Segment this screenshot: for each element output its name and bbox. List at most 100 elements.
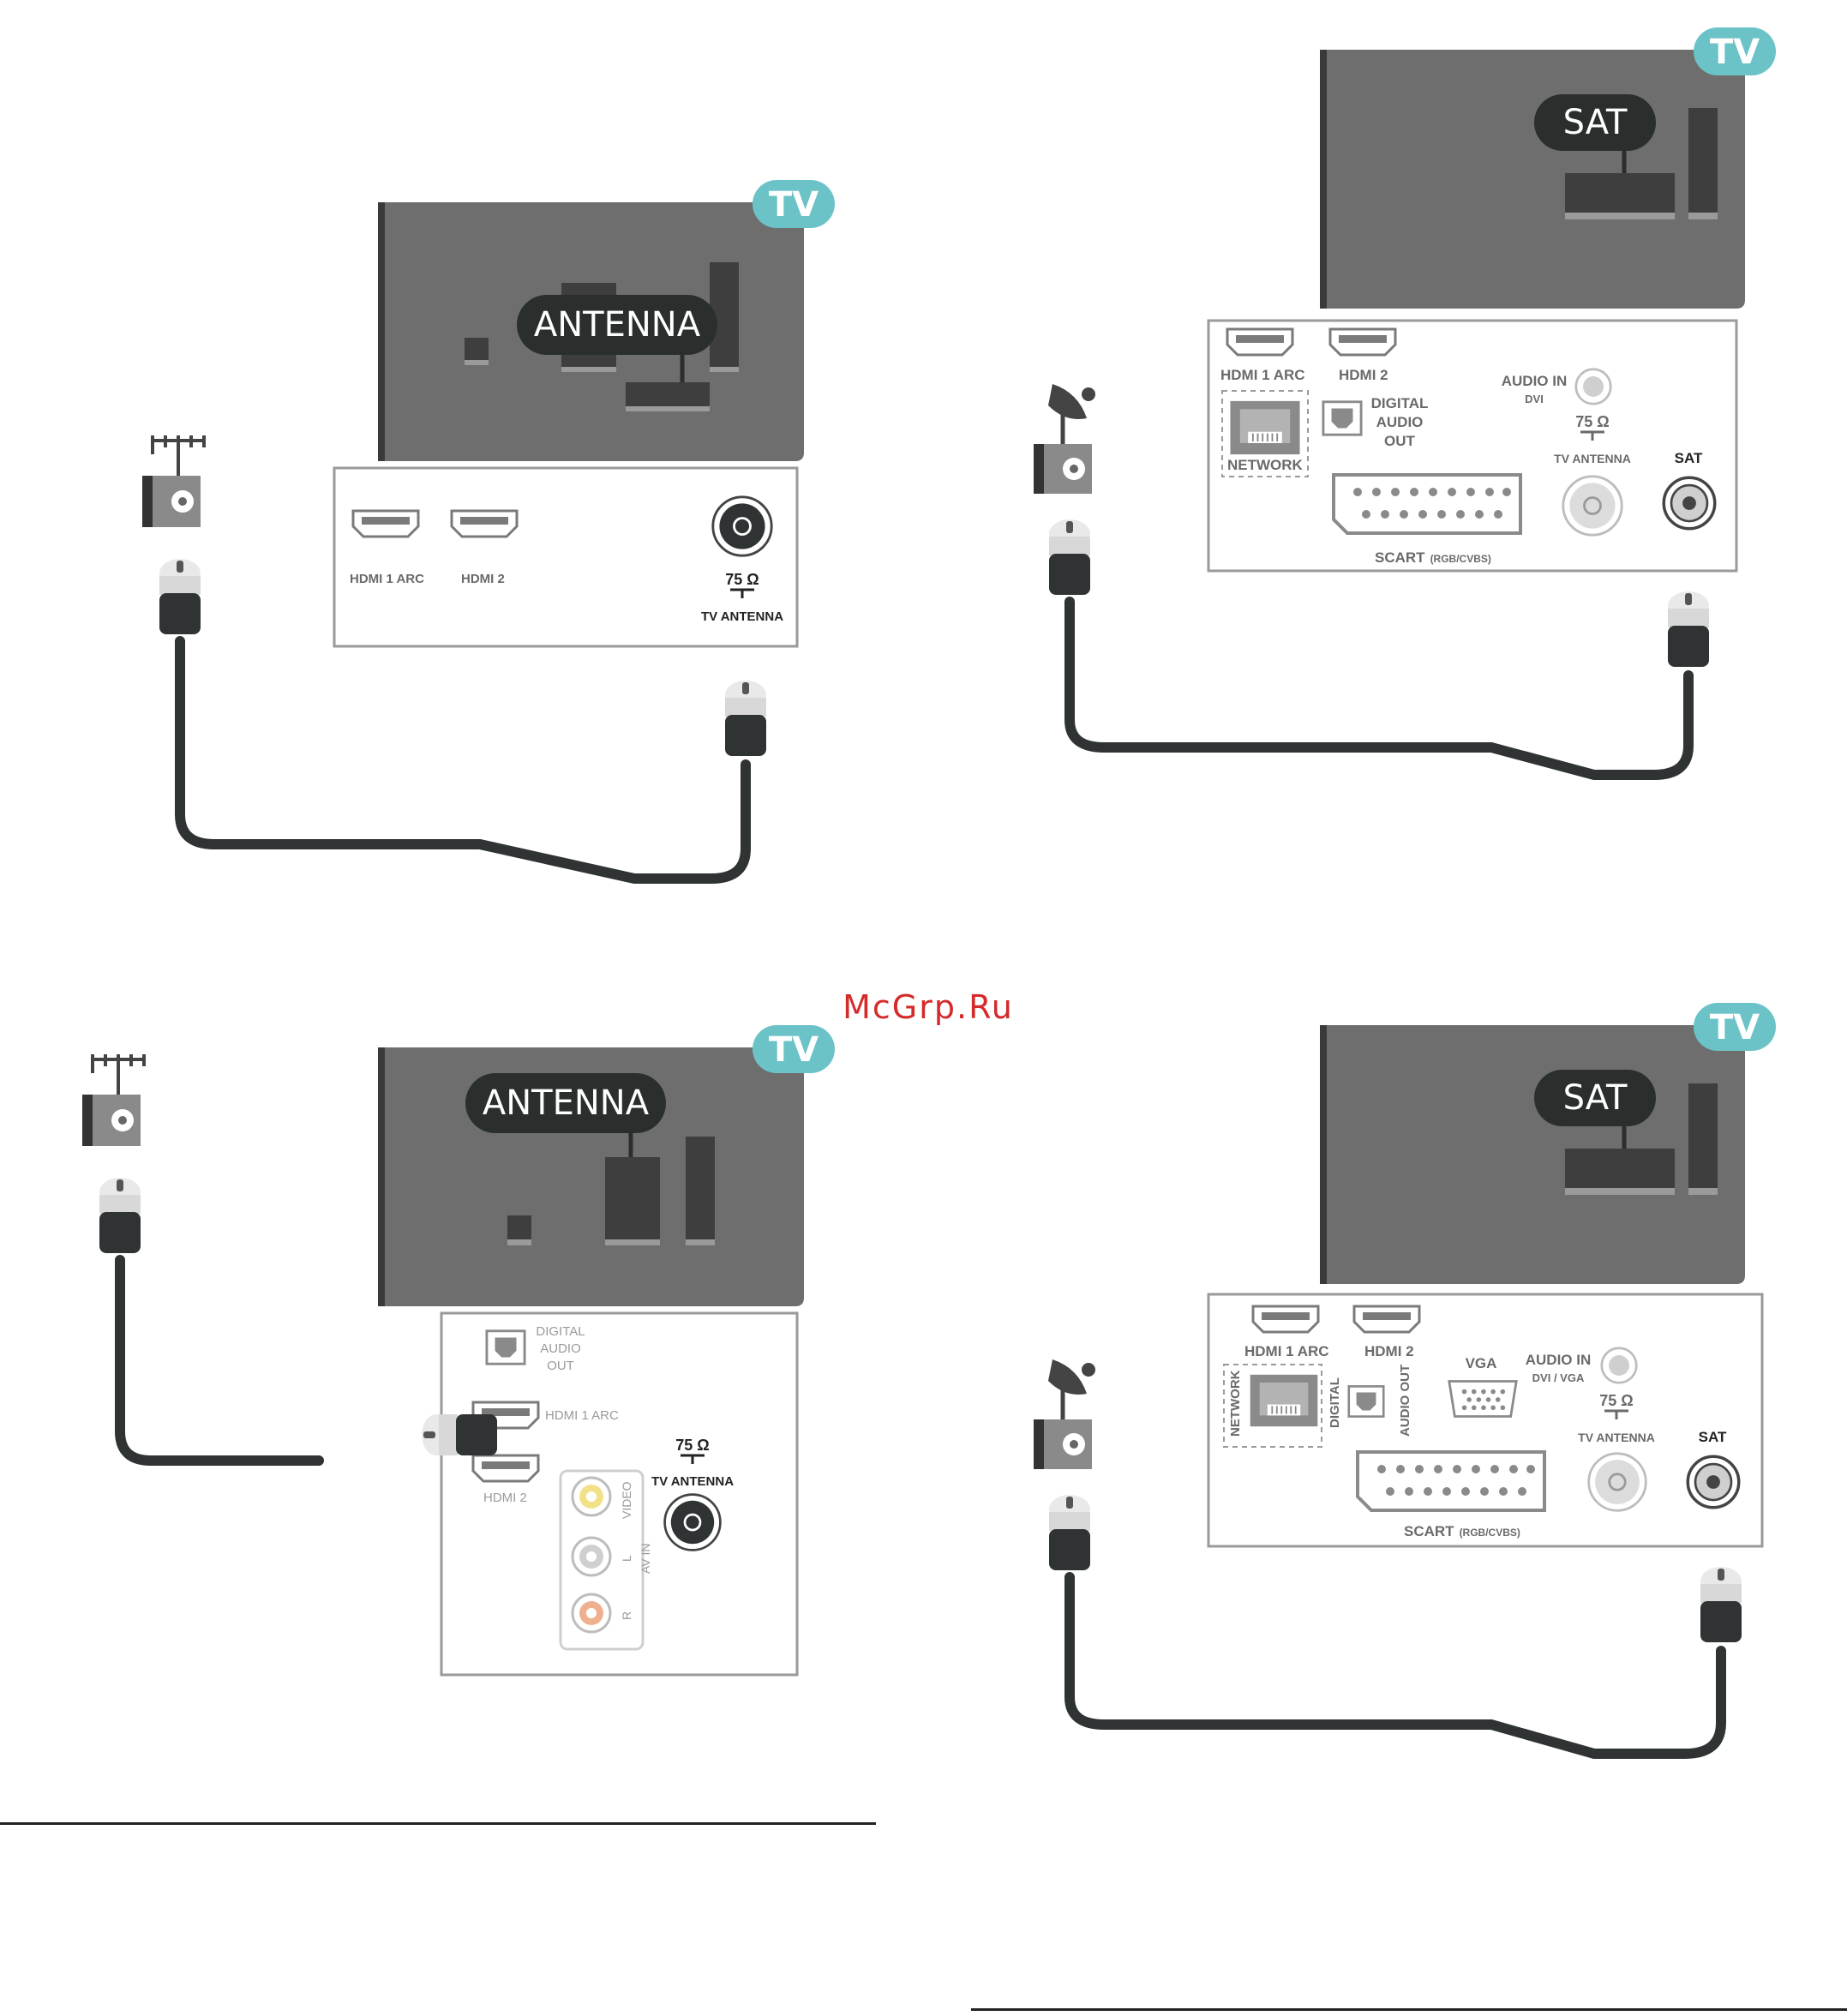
coax-plug-icon [1668, 591, 1709, 667]
wall-satellite-icon [1034, 1359, 1095, 1469]
scart-port-icon [1356, 1450, 1546, 1512]
hdmi1-label: HDMI 1 ARC [545, 1408, 619, 1423]
digital-label: DIGITAL [1371, 395, 1429, 411]
audio-in-label: AUDIO IN [1502, 373, 1568, 389]
antenna-port-label: TV ANTENNA [1554, 452, 1631, 465]
ohm-label: 75 Ω [1575, 413, 1609, 430]
hdmi1-port-icon [1226, 327, 1294, 357]
antenna-socket-icon [663, 1493, 722, 1551]
r-label: R [620, 1611, 633, 1620]
diagram-sat-2: TV SAT HDMI 1 ARC HDMI 2 NETWORK DIGITAL… [1034, 1003, 1776, 1759]
antenna-callout-label: ANTENNA [534, 305, 701, 345]
hdmi1-port-icon [1251, 1305, 1320, 1334]
sat-callout-label: SAT [1563, 1078, 1628, 1118]
coax-plug-icon [725, 681, 766, 756]
wall-antenna-icon [81, 1053, 146, 1148]
optical-port-icon [1322, 400, 1363, 436]
hdmi2-port-icon [1352, 1305, 1421, 1334]
optical-port-icon [485, 1329, 526, 1365]
video-label: VIDEO [620, 1481, 633, 1519]
footer-rule-left [0, 1822, 876, 1825]
sat-socket-icon [1662, 476, 1717, 531]
coax-plug-icon [1049, 519, 1090, 595]
audio-in-jack-icon [1574, 368, 1612, 405]
audio-out-label: AUDIO OUT [1398, 1365, 1412, 1437]
diagram-antenna-1: TV ANTENNA HDMI 1 ARC HDMI 2 75 Ω TV ANT… [141, 180, 835, 884]
connector-panel: DIGITAL AUDIO OUT HDMI 1 ARC HDMI 2 75 Ω… [440, 1311, 799, 1677]
ohm-label: 75 Ω [1599, 1392, 1633, 1409]
coax-plug-icon [422, 1414, 497, 1455]
ohm-label: 75 Ω [675, 1437, 709, 1454]
sat-callout: SAT [1534, 1070, 1656, 1149]
l-label: L [620, 1555, 633, 1562]
sat-port-label: SAT [1675, 450, 1703, 466]
audio-label: AUDIO [1376, 414, 1424, 430]
out-label: OUT [547, 1359, 574, 1373]
sat-callout-label: SAT [1563, 103, 1628, 142]
antenna-callout-label: ANTENNA [483, 1083, 650, 1123]
scart-label: SCART(RGB/CVBS) [1404, 1523, 1520, 1539]
hdmi2-label: HDMI 2 [1339, 367, 1388, 383]
coax-cable [175, 636, 751, 884]
coax-plug-icon [1700, 1567, 1742, 1642]
coax-cable [1064, 1572, 1726, 1759]
vga-port-icon [1448, 1380, 1518, 1418]
hdmi1-label: HDMI 1 ARC [350, 572, 424, 586]
tv-badge: TV [753, 1025, 835, 1073]
hdmi2-label: HDMI 2 [483, 1491, 527, 1505]
antenna-socket-icon [1562, 475, 1623, 537]
vga-label: VGA [1466, 1355, 1497, 1371]
audio-in-jack-icon [1600, 1347, 1638, 1384]
tv-badge-label: TV [769, 185, 819, 225]
sat-socket-icon [1686, 1455, 1741, 1509]
tv-body [1320, 50, 1745, 309]
digital-label: DIGITAL [536, 1324, 585, 1339]
coax-plug-icon [99, 1178, 141, 1253]
network-port-icon [1249, 1373, 1319, 1428]
wall-satellite-icon [1034, 384, 1095, 494]
tv-badge-label: TV [1710, 33, 1760, 72]
scart-label: SCART(RGB/CVBS) [1375, 549, 1491, 566]
sat-port-label: SAT [1699, 1429, 1727, 1445]
diagram-antenna-2: TV ANTENNA DIGITAL AUDIO OUT HDMI 1 ARC … [81, 1025, 835, 1677]
coax-cable [1064, 597, 1694, 780]
hdmi2-port-icon [471, 1454, 540, 1483]
antenna-port-label: TV ANTENNA [701, 609, 783, 624]
antenna-socket-icon [711, 495, 773, 557]
dvi-label: DVI [1525, 393, 1544, 405]
audio-in-label: AUDIO IN [1526, 1352, 1592, 1368]
antenna-callout: ANTENNA [517, 295, 717, 382]
tv-badge: TV [753, 180, 835, 228]
tv-body [1320, 1025, 1745, 1284]
tv-badge: TV [1694, 27, 1776, 75]
hdmi2-port-icon [450, 509, 519, 538]
hdmi2-port-icon [1328, 327, 1397, 357]
antenna-socket-icon [1587, 1452, 1647, 1512]
dvi-vga-label: DVI / VGA [1532, 1371, 1585, 1384]
sat-callout: SAT [1534, 94, 1656, 173]
hdmi2-label: HDMI 2 [461, 572, 505, 586]
tv-badge: TV [1694, 1003, 1776, 1051]
diagram-sat-1: TV SAT HDMI 1 ARC HDMI 2 NETWORK DIGITAL… [1034, 27, 1776, 780]
antenna-callout: ANTENNA [465, 1073, 666, 1157]
connector-panel: HDMI 1 ARC HDMI 2 NETWORK DIGITAL AUDIO … [1207, 319, 1738, 573]
digital-label: DIGITAL [1328, 1377, 1342, 1428]
antenna-port-label: TV ANTENNA [1578, 1431, 1655, 1444]
coax-plug-icon [1049, 1495, 1090, 1570]
tv-badge-label: TV [1710, 1008, 1760, 1047]
optical-port-icon [1347, 1384, 1385, 1419]
hdmi2-label: HDMI 2 [1364, 1343, 1414, 1359]
network-port-icon [1229, 399, 1301, 456]
wall-antenna-icon [141, 434, 206, 529]
hdmi1-label: HDMI 1 ARC [1244, 1343, 1329, 1359]
network-label: NETWORK [1227, 457, 1304, 473]
coax-plug-icon [159, 559, 201, 634]
footer-rule-right [971, 2008, 1847, 2011]
scart-port-icon [1332, 473, 1522, 535]
coax-cable [115, 1255, 324, 1466]
network-label: NETWORK [1228, 1370, 1243, 1437]
hdmi1-label: HDMI 1 ARC [1220, 367, 1305, 383]
audio-label: AUDIO [540, 1341, 581, 1356]
